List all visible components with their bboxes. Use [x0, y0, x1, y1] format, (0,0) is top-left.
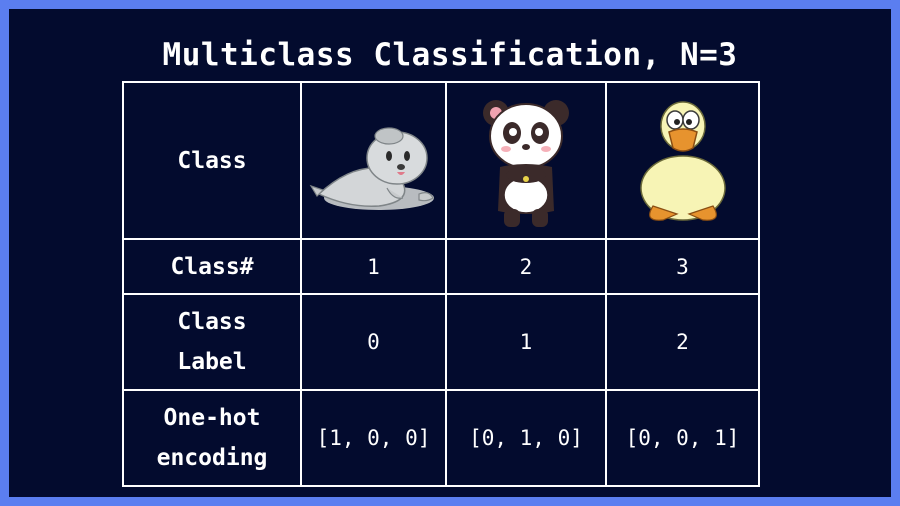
- row-header-class-text: Class: [177, 147, 247, 174]
- row-header-onehot: One-hot encoding: [122, 389, 302, 487]
- cell-image-duck: [605, 81, 760, 240]
- table-row-onehot: One-hot encoding [1, 0, 0] [0, 1, 0] [0,…: [122, 389, 760, 487]
- row-header-class: Class: [122, 81, 302, 240]
- duck-image: [639, 100, 726, 221]
- slide-frame: Multiclass Classification, N=3 Class: [9, 9, 891, 497]
- cell-image-seal: [300, 81, 447, 240]
- cell-class-label-2: 1: [445, 293, 607, 391]
- cell-image-panda: [445, 81, 607, 240]
- seal-image: [309, 126, 434, 210]
- row-header-onehot-line1: One-hot: [163, 405, 261, 431]
- cell-onehot-1: [1, 0, 0]: [300, 389, 447, 487]
- row-header-onehot-line2: encoding: [156, 445, 268, 471]
- row-header-class-label-line1: Class: [177, 309, 247, 335]
- classification-table: Class: [122, 81, 760, 487]
- slide-title: Multiclass Classification, N=3: [162, 37, 738, 73]
- cell-class-num-2: 2: [445, 238, 607, 295]
- table-row-class-label: Class Label 0 1 2: [122, 293, 760, 391]
- cell-class-num-1: 1: [300, 238, 447, 295]
- cell-class-label-1: 0: [300, 293, 447, 391]
- cell-onehot-2: [0, 1, 0]: [445, 389, 607, 487]
- cell-class-label-3: 2: [605, 293, 760, 391]
- row-header-class-label: Class Label: [122, 293, 302, 391]
- table-row-class: Class: [122, 81, 760, 240]
- row-header-class-num-text: Class#: [170, 253, 254, 280]
- panda-image: [483, 99, 569, 227]
- row-header-class-num: Class#: [122, 238, 302, 295]
- cell-class-num-3: 3: [605, 238, 760, 295]
- row-header-class-label-line2: Label: [177, 349, 247, 375]
- cell-onehot-3: [0, 0, 1]: [605, 389, 760, 487]
- table-row-class-num: Class# 1 2 3: [122, 238, 760, 295]
